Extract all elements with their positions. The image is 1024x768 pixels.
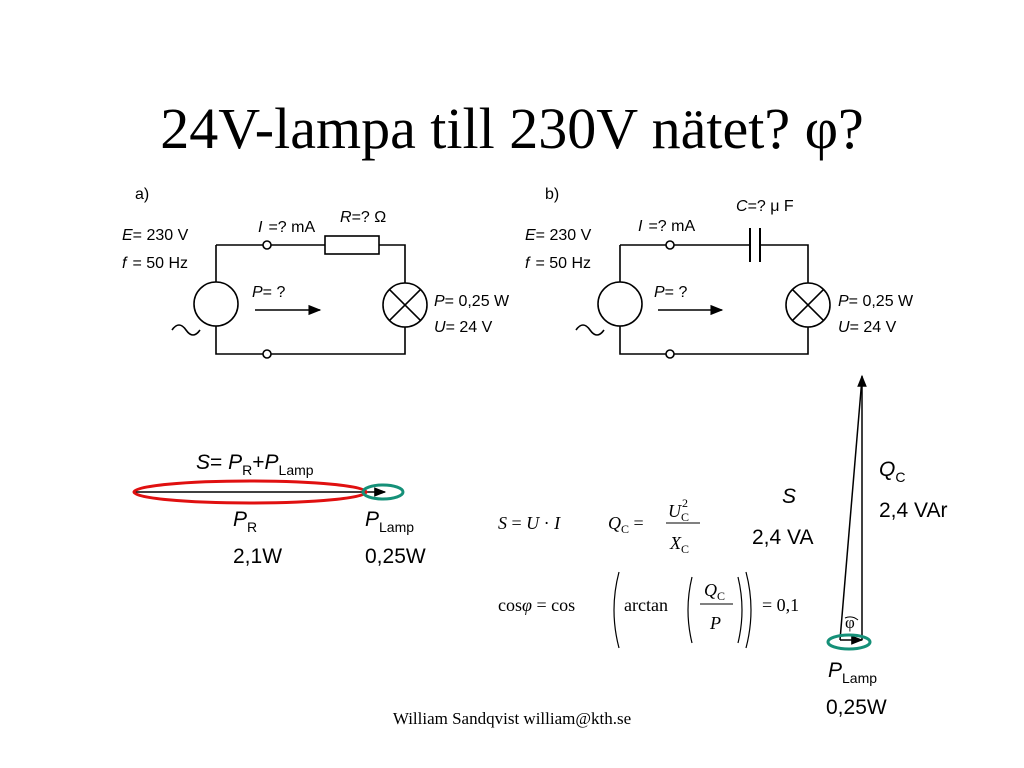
circuit-a: a): [135, 186, 428, 359]
resistor-a: [324, 235, 380, 255]
resistor-label-a: R=? Ω: [340, 209, 386, 226]
pr-value: 2,1W: [233, 545, 282, 568]
lamp-cross-icon-a: [388, 288, 422, 322]
plamp-value-b: 0,25W: [826, 696, 887, 719]
current-label-a: I=? mA: [258, 219, 315, 236]
svg-text:P: P: [709, 613, 721, 633]
lamp-cross-icon-b: [791, 288, 825, 322]
svg-text:UC2: UC2: [668, 496, 689, 524]
s-arrow: [839, 377, 863, 641]
terminal-bottom-a: [262, 349, 272, 359]
formulas: S = U · I QC = UC2 XC cosφ = cos arctan …: [498, 496, 799, 649]
qc-value: 2,4 VAr: [879, 499, 947, 522]
svg-text:cosφ = cos: cosφ = cos: [498, 595, 575, 615]
phasor-b: φ QC 2,4 VAr S 2,4 VA PLamp 0,25W: [752, 374, 947, 719]
s-value: 2,4 VA: [752, 526, 813, 549]
ac-source-a: [193, 281, 239, 327]
plamp-value-a: 0,25W: [365, 545, 426, 568]
phasor-a: S= PR+PLamp PR 2,1W PLamp 0,25W: [132, 451, 426, 568]
power-in-label-b: P= ?: [654, 284, 687, 301]
ac-sine-icon-a: [171, 324, 201, 336]
slide-footer: William Sandqvist william@kth.se: [392, 709, 632, 728]
slide-title: 24V-lampa till 230V nätet? φ?: [160, 96, 864, 161]
formula-result: = 0,1: [762, 595, 799, 615]
lamp-power-b: P= 0,25 W: [838, 293, 914, 310]
circuit-b-label: b): [545, 186, 559, 203]
formula-apparent-power: S = U · I: [498, 513, 561, 533]
svg-text:QC: QC: [704, 580, 725, 603]
ac-source-b: [597, 281, 643, 327]
capacitor-label-b: C=? μ F: [736, 198, 794, 215]
phasor-a-sum: S= PR+PLamp: [196, 451, 314, 478]
circuit-a-label: a): [135, 186, 149, 203]
plamp-label-a: PLamp: [365, 508, 414, 535]
pr-ellipse: [132, 479, 368, 505]
power-in-label-a: P= ?: [252, 284, 285, 301]
plamp-label-b: PLamp: [828, 659, 877, 686]
source-freq-b: f= 50 Hz: [525, 255, 591, 272]
ac-sine-icon-b: [575, 324, 605, 336]
capacitor-b: [749, 228, 761, 262]
circuit-b: b): [545, 186, 831, 359]
pr-label: PR: [233, 508, 257, 535]
formula-cos-phi: cosφ = cos arctan QC P = 0,1: [498, 571, 799, 649]
plamp-ellipse-b: [826, 633, 872, 651]
circuit-b-labels: E= 230 V f= 50 Hz I=? mA C=? μ F P= ? P=…: [525, 198, 914, 336]
phi-label: φ: [845, 613, 855, 632]
formula-qc-lhs: QC =: [608, 513, 644, 536]
lamp-power-a: P= 0,25 W: [434, 293, 510, 310]
formula-qc-fraction: UC2 XC: [666, 496, 700, 556]
terminal-top-b: [665, 240, 675, 250]
svg-text:XC: XC: [669, 533, 689, 556]
s-label: S: [782, 485, 796, 508]
source-voltage-b: E= 230 V: [525, 227, 592, 244]
qc-label: QC: [879, 458, 905, 485]
terminal-top-a: [262, 240, 272, 250]
circuit-a-labels: E= 230 V f= 50 Hz I=? mA R=? Ω P= ? P= 0…: [122, 209, 510, 336]
source-freq-a: f= 50 Hz: [122, 255, 188, 272]
svg-text:arctan: arctan: [624, 595, 668, 615]
terminal-bottom-b: [665, 349, 675, 359]
current-label-b: I=? mA: [638, 218, 695, 235]
circuit-a-wires: [215, 244, 406, 355]
plamp-ellipse-a: [361, 483, 405, 501]
phi-arc: [844, 616, 859, 621]
circuit-b-wires: [619, 244, 809, 355]
lamp-voltage-b: U= 24 V: [838, 319, 897, 336]
lamp-voltage-a: U= 24 V: [434, 319, 493, 336]
source-voltage-a: E= 230 V: [122, 227, 189, 244]
